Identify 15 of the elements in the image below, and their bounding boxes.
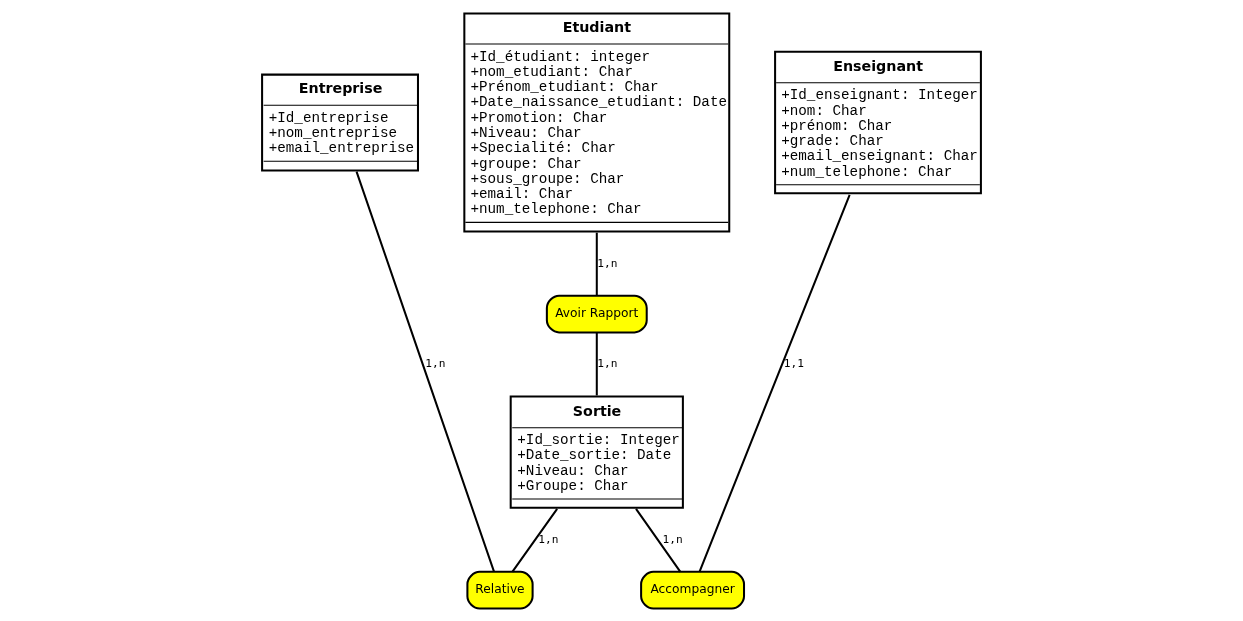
edge-label: 1,n bbox=[597, 256, 618, 270]
node-box: Relative bbox=[466, 570, 534, 610]
edge-label: 1,n bbox=[538, 533, 559, 547]
node-box: Accompagner bbox=[640, 570, 746, 610]
edge-label: 1,n bbox=[425, 356, 446, 370]
connector bbox=[698, 194, 851, 573]
edge-label: 1,1 bbox=[783, 356, 805, 370]
connector bbox=[355, 171, 495, 572]
connector bbox=[595, 232, 598, 296]
connector bbox=[635, 508, 682, 573]
connector bbox=[511, 508, 558, 573]
edge-label: 1,n bbox=[597, 356, 618, 370]
node-box: Avoir Rapport bbox=[545, 294, 648, 334]
edge-label: 1,n bbox=[662, 533, 683, 547]
connector bbox=[595, 332, 598, 396]
